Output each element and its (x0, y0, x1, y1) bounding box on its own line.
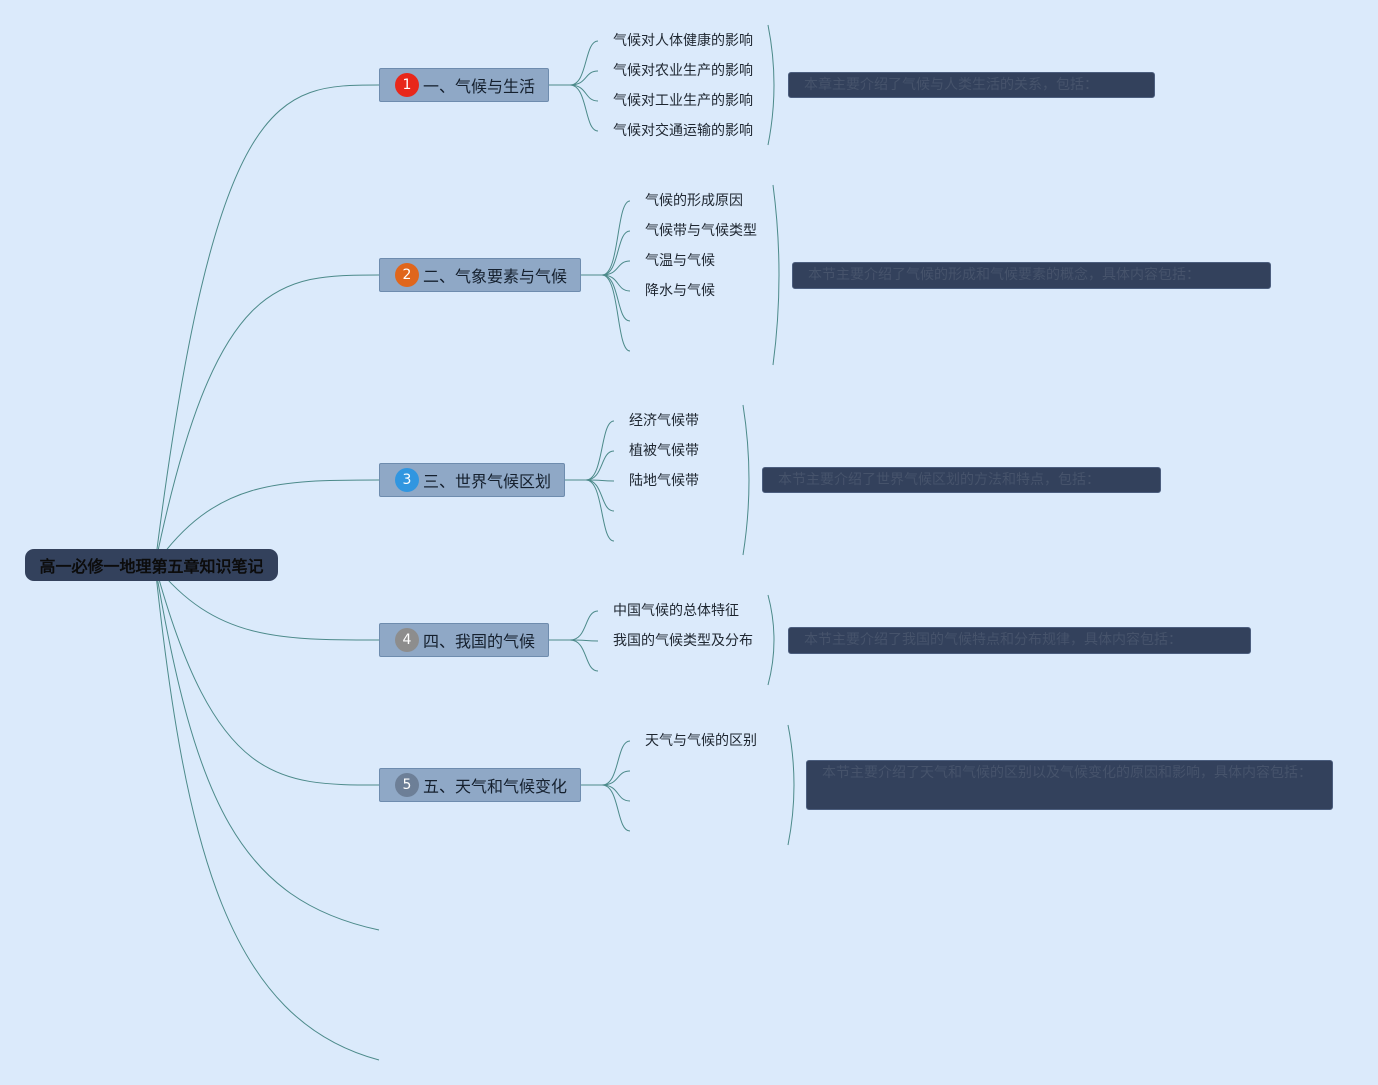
subtopic-item[interactable]: 降水与气候 (645, 283, 715, 299)
subtopic-connector (549, 84, 599, 102)
subtopic-connector (581, 274, 631, 322)
subtopic-item[interactable]: 气候对交通运输的影响 (613, 123, 753, 139)
subtopic-connector (581, 230, 631, 276)
subtopic-connector (549, 610, 599, 641)
subtopic-item[interactable]: 气候对人体健康的影响 (613, 33, 753, 49)
topic-label: 三、世界气候区划 (423, 472, 552, 491)
subtopic-item[interactable]: 我国的气候类型及分布 (613, 633, 753, 649)
root-connector (154, 564, 380, 641)
root-connector (154, 479, 380, 566)
subtopic-connector (581, 260, 631, 276)
topic-label: 二、气象要素与气候 (423, 267, 568, 286)
subtopic-item[interactable]: 天气与气候的区别 (645, 733, 757, 749)
subtopic-connector (581, 770, 631, 786)
subtopic-item[interactable]: 气候的形成原因 (645, 193, 743, 209)
subtopic-item[interactable]: 中国气候的总体特征 (613, 603, 739, 619)
subtopic-connector (549, 40, 599, 86)
topic-label: 四、我国的气候 (423, 632, 536, 651)
root-connector (154, 564, 380, 931)
summary-brace (767, 24, 775, 146)
subtopic-connector (581, 274, 631, 352)
subtopic-connector (565, 450, 615, 481)
subtopic-connector (549, 70, 599, 86)
summary-note[interactable]: 本节主要介绍了天气和气候的区别以及气候变化的原因和影响，具体内容包括： (806, 760, 1333, 810)
root-connector (154, 564, 380, 786)
subtopic-item[interactable]: 植被气候带 (629, 443, 699, 459)
summary-brace (787, 724, 795, 846)
subtopic-connector (581, 740, 631, 786)
root-topic[interactable]: 高一必修一地理第五章知识笔记 (25, 549, 278, 581)
subtopic-item[interactable]: 陆地气候带 (629, 473, 699, 489)
root-connector (154, 84, 380, 566)
number-badge-icon: 1 (395, 73, 419, 97)
summary-brace (772, 184, 780, 366)
subtopic-item[interactable]: 气温与气候 (645, 253, 715, 269)
subtopic-connector (581, 274, 631, 292)
number-badge-icon: 3 (395, 468, 419, 492)
number-badge-icon: 2 (395, 263, 419, 287)
subtopic-item[interactable]: 气候对工业生产的影响 (613, 93, 753, 109)
summary-brace (767, 594, 775, 686)
summary-note[interactable]: 本节主要介绍了我国的气候特点和分布规律，具体内容包括： (788, 627, 1251, 654)
topic-label: 五、天气和气候变化 (423, 777, 568, 796)
subtopic-connector (581, 784, 631, 802)
subtopic-connector (549, 84, 599, 132)
summary-brace (742, 404, 750, 556)
subtopic-connector (565, 479, 615, 512)
root-connector (154, 564, 380, 1061)
subtopic-connector (565, 479, 615, 542)
subtopic-connector (565, 420, 615, 481)
subtopic-connector (549, 639, 599, 672)
topic-label: 一、气候与生活 (423, 77, 536, 96)
subtopic-connector (581, 784, 631, 832)
subtopic-item[interactable]: 经济气候带 (629, 413, 699, 429)
number-badge-icon: 5 (395, 773, 419, 797)
subtopic-item[interactable]: 气候带与气候类型 (645, 223, 757, 239)
number-badge-icon: 4 (395, 628, 419, 652)
summary-note[interactable]: 本节主要介绍了世界气候区划的方法和特点，包括： (762, 467, 1161, 493)
root-connector (154, 274, 380, 566)
summary-note[interactable]: 本节主要介绍了气候的形成和气候要素的概念，具体内容包括： (792, 262, 1271, 289)
subtopic-item[interactable]: 气候对农业生产的影响 (613, 63, 753, 79)
summary-note[interactable]: 本章主要介绍了气候与人类生活的关系，包括： (788, 72, 1155, 98)
